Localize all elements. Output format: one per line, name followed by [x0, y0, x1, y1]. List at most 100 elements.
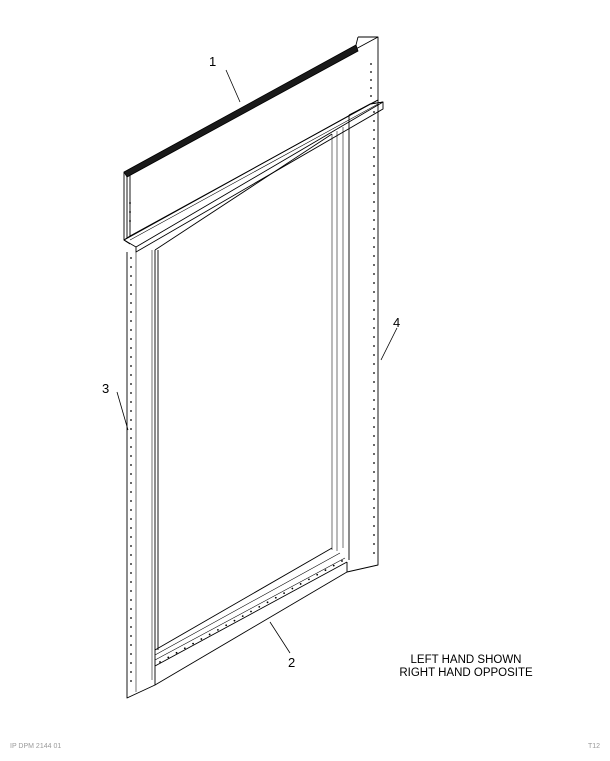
rivet-hole — [373, 453, 375, 455]
rivet-hole — [373, 318, 375, 320]
rivet-hole — [258, 606, 261, 608]
rivet-hole — [332, 564, 335, 567]
rivet-hole — [341, 560, 343, 562]
rivet-hole — [373, 444, 375, 446]
rivet-hole — [130, 590, 132, 592]
rivet-hole — [373, 426, 375, 428]
rivet-hole — [130, 311, 132, 313]
rivet-hole — [130, 581, 132, 583]
rivet-hole — [130, 365, 132, 367]
rivet-hole — [130, 482, 132, 484]
rivet-hole — [130, 437, 132, 439]
rivet-hole — [373, 372, 375, 374]
rivet-hole — [266, 601, 269, 604]
right-jamb-part — [331, 99, 379, 573]
rivet-hole — [373, 435, 375, 437]
rivet-hole — [233, 619, 236, 622]
rivet-hole — [183, 647, 186, 650]
header-channel-part — [123, 36, 384, 253]
rivet-hole — [130, 662, 132, 664]
rivet-hole — [130, 455, 132, 457]
rivet-hole — [130, 536, 132, 538]
rivet-hole — [130, 383, 132, 385]
rivet-hole — [130, 356, 132, 358]
caption-line-2: RIGHT HAND OPPOSITE — [399, 667, 533, 679]
rivet-hole — [373, 390, 375, 392]
rivet-hole — [308, 578, 310, 581]
rivet-hole — [225, 624, 228, 627]
rivet-hole — [200, 638, 203, 640]
rivet-hole — [373, 264, 375, 266]
rivet-hole — [130, 644, 132, 646]
rivet-hole — [373, 111, 375, 113]
rivet-hole — [130, 509, 132, 511]
rivet-hole — [373, 237, 375, 239]
rivet-hole — [130, 599, 132, 601]
rivet-hole — [130, 518, 132, 520]
rivet-hole — [373, 399, 375, 401]
rivet-hole — [130, 320, 132, 322]
rivet-hole — [175, 651, 178, 654]
footer-right-code: T12 — [588, 743, 600, 750]
rivet-hole — [373, 471, 375, 473]
rivet-hole — [373, 462, 375, 464]
rivet-hole — [130, 329, 132, 331]
rivet-hole — [373, 363, 375, 365]
rivet-hole — [373, 498, 375, 500]
callout-1: 1 — [209, 54, 216, 69]
rivet-hole — [167, 656, 170, 659]
rivet-hole — [373, 525, 375, 527]
rivet-hole — [373, 147, 375, 149]
rivet-hole — [373, 552, 375, 554]
rivet-hole — [130, 608, 132, 610]
rivet-hole — [130, 671, 132, 673]
rivet-hole — [373, 156, 375, 158]
rivet-hole — [130, 257, 132, 259]
rivet-hole — [274, 596, 277, 599]
rivet-hole — [130, 284, 132, 286]
rivet-hole — [373, 120, 375, 122]
leader-lines — [116, 69, 398, 654]
rivet-hole — [130, 464, 132, 466]
rivet-hole — [130, 617, 132, 619]
left-jamb-part — [126, 250, 156, 699]
rivet-hole — [373, 300, 375, 302]
rivet-hole — [130, 680, 132, 682]
rivet-hole — [373, 408, 375, 410]
rivet-hole — [130, 293, 132, 295]
callout-3: 3 — [102, 381, 109, 396]
rivet-hole — [130, 572, 132, 574]
rivet-hole — [130, 338, 132, 340]
callout-4: 4 — [393, 315, 400, 330]
rivet-hole — [373, 291, 375, 293]
rivet-hole — [373, 417, 375, 419]
rivet-hole — [373, 534, 375, 536]
door-opening — [154, 133, 333, 650]
rivet-hole — [373, 255, 375, 257]
rivet-hole — [316, 573, 319, 576]
rivet-hole — [130, 527, 132, 529]
rivet-hole — [130, 626, 132, 628]
rivet-hole — [373, 381, 375, 383]
rivet-hole — [373, 282, 375, 284]
rivet-hole — [130, 266, 132, 268]
rivet-hole — [373, 174, 375, 176]
rivet-hole — [241, 615, 244, 617]
rivet-hole — [130, 545, 132, 547]
rivet-hole — [373, 543, 375, 545]
rivet-hole — [291, 587, 294, 590]
rivet-hole — [373, 507, 375, 509]
rivet-hole — [208, 633, 211, 636]
rivet-hole — [130, 653, 132, 655]
sill-part — [154, 547, 348, 686]
rivet-hole — [373, 129, 375, 131]
rivet-hole — [373, 219, 375, 221]
rivet-hole — [373, 165, 375, 167]
rivet-hole — [373, 354, 375, 356]
rivet-hole — [130, 554, 132, 556]
rivet-hole — [373, 228, 375, 230]
rivet-hole — [299, 583, 302, 585]
rivet-hole — [373, 192, 375, 194]
rivet-hole — [130, 275, 132, 277]
